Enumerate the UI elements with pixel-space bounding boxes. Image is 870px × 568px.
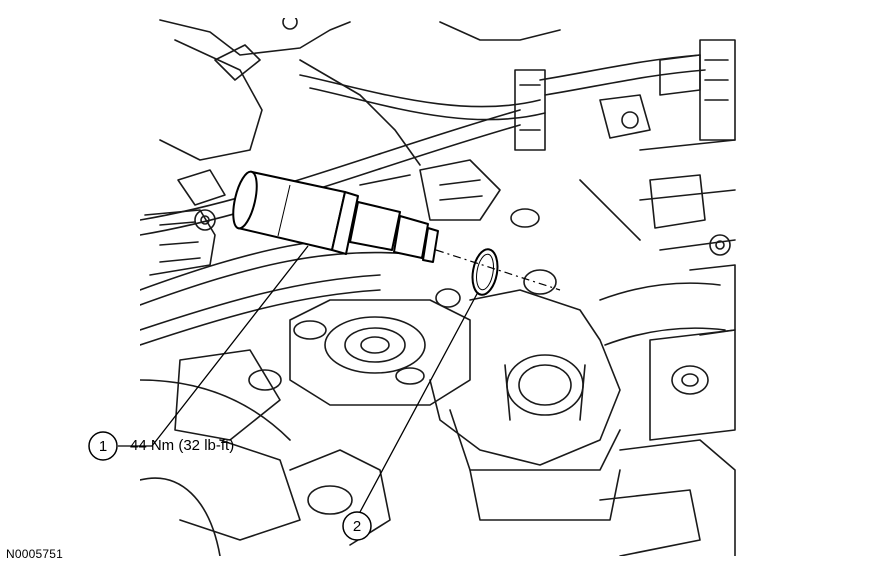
callout-1-marker: 1 [88, 431, 118, 461]
engine-background-lineart [140, 18, 736, 556]
callout-1-number: 1 [99, 438, 107, 455]
callout-1-leader [118, 245, 309, 447]
o-ring-component [471, 248, 499, 296]
sensor-component [232, 170, 439, 263]
callout-2-leader [359, 291, 479, 513]
figure-id: N0005751 [6, 547, 63, 561]
callout-1-torque-label: 44 Nm (32 lb-ft) [130, 437, 235, 454]
callout-2-number: 2 [353, 518, 361, 535]
installation-axis-line [435, 249, 561, 291]
callout-2-marker: 2 [342, 511, 372, 541]
